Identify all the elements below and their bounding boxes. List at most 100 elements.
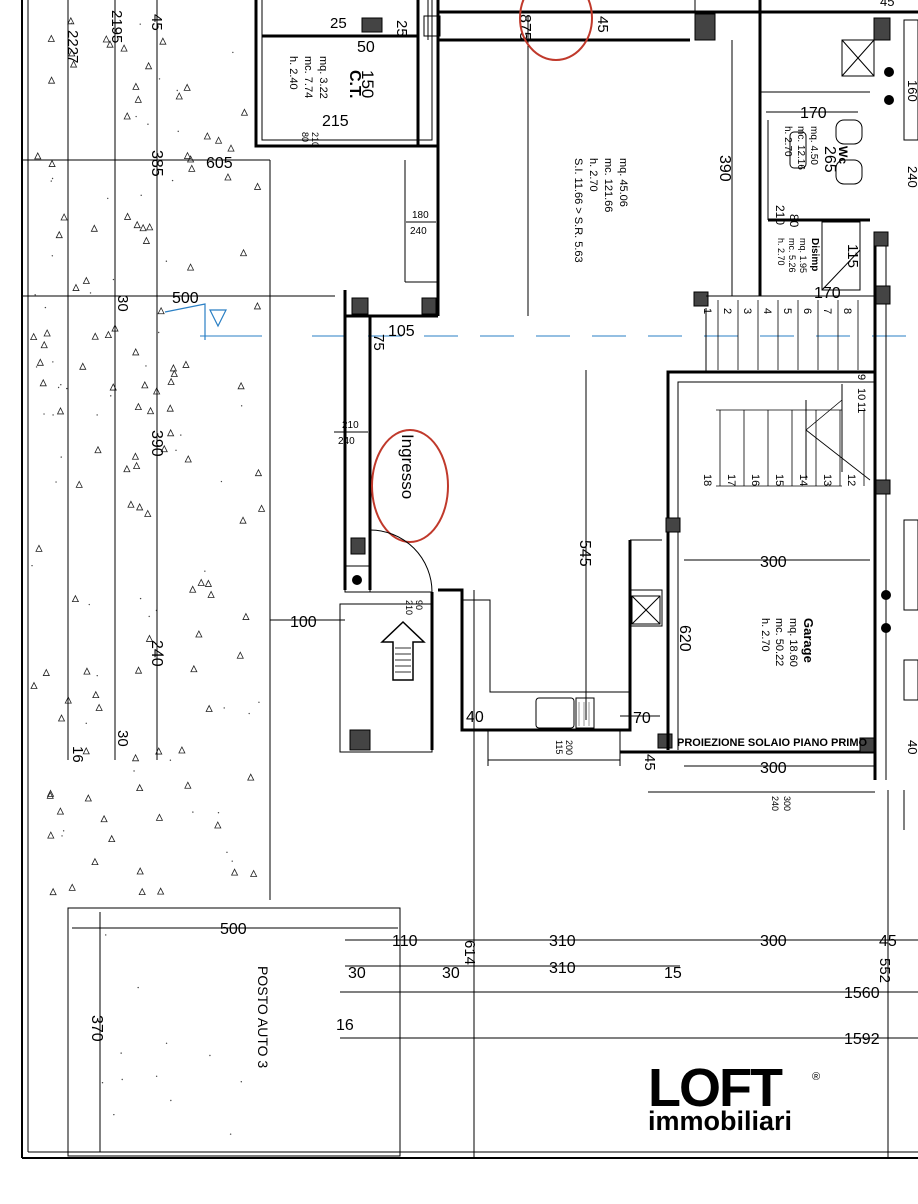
loft-logo: LOFT ® immobiliari — [648, 1058, 820, 1136]
stone-dot — [204, 570, 206, 572]
stone-mark — [167, 377, 175, 385]
stone-mark — [257, 504, 266, 512]
dim-45-left: 45 — [148, 14, 165, 31]
stone-mark — [247, 773, 255, 781]
stone-mark — [49, 887, 57, 896]
dim-545: 545 — [576, 540, 593, 567]
stone-mark — [236, 651, 244, 659]
stone-mark — [144, 509, 152, 517]
stone-mark — [155, 813, 164, 821]
dim-30-left-b: 30 — [114, 730, 131, 747]
stone-mark — [183, 151, 192, 160]
stone-mark — [68, 883, 76, 891]
stair-number: 5 — [781, 308, 793, 314]
stone-dot — [61, 835, 63, 837]
stone-mark — [142, 236, 151, 244]
stone-dot — [209, 1054, 211, 1057]
garden-texture — [30, 16, 266, 1135]
stair-number: 6 — [801, 308, 813, 314]
dim-210-window: 210 — [342, 420, 359, 431]
stone-dot — [226, 851, 228, 854]
stone-mark — [184, 455, 192, 463]
stone-mark — [205, 704, 213, 712]
stone-dot — [165, 260, 168, 262]
stone-mark — [146, 406, 155, 415]
dim-210-wc: 210 — [773, 205, 787, 225]
dim-75: 75 — [370, 334, 387, 351]
stone-mark — [46, 791, 54, 799]
stone-mark — [123, 212, 132, 220]
label-posto-auto: POSTO AUTO 3 — [255, 966, 271, 1068]
stone-mark — [239, 516, 247, 524]
dim-1592: 1592 — [844, 1031, 880, 1048]
stone-mark — [253, 182, 262, 190]
dim-265: 265 — [821, 146, 838, 173]
stone-dot — [52, 361, 54, 363]
partial-160: 160 — [905, 80, 918, 102]
dim-390-left: 390 — [148, 430, 165, 457]
stone-dot — [50, 180, 52, 182]
stone-dot — [35, 366, 38, 368]
stone-dot — [66, 387, 68, 390]
stone-dot — [96, 414, 98, 416]
stone-mark — [72, 283, 80, 291]
dim-620: 620 — [676, 625, 693, 652]
stone-dot — [139, 597, 142, 600]
stone-mark — [131, 452, 140, 460]
stone-dot — [139, 23, 141, 25]
dim-240-left: 240 — [148, 640, 165, 667]
stone-mark — [190, 664, 198, 673]
stone-dot — [88, 603, 90, 606]
stone-mark — [104, 330, 113, 338]
stone-mark — [43, 329, 51, 337]
dim-80-ct: 80 — [300, 132, 310, 142]
stone-dot — [89, 292, 92, 294]
room-garage-mq: mq. 18.60 — [787, 618, 799, 667]
stair-number: 15 — [773, 474, 785, 486]
dim-105: 105 — [388, 323, 415, 340]
dim-115-disimp: 115 — [844, 244, 861, 268]
stone-mark — [159, 37, 167, 45]
dim-370: 370 — [88, 1015, 105, 1042]
stone-mark — [84, 794, 92, 802]
stone-mark — [48, 159, 56, 167]
label-ingresso: Ingresso — [398, 434, 417, 499]
stone-dot — [158, 78, 161, 80]
stair-number: 12 — [845, 474, 857, 486]
stone-mark — [90, 224, 98, 232]
stone-dot — [140, 194, 142, 197]
partial-240: 240 — [905, 166, 918, 188]
stone-mark — [132, 348, 140, 356]
stone-mark — [253, 302, 262, 310]
dim-25-b: 25 — [393, 20, 410, 37]
dim-300-garage-b: 300 — [760, 760, 787, 777]
dim-2195: 2195 — [108, 10, 125, 43]
stone-mark — [156, 887, 165, 895]
kitchen — [438, 539, 663, 766]
dim-200: 200 — [564, 740, 574, 755]
stone-dot — [171, 179, 174, 182]
dim-552: 552 — [876, 958, 893, 983]
stone-dot — [70, 22, 73, 25]
stone-mark — [134, 402, 143, 410]
stone-mark — [132, 82, 140, 90]
stone-dot — [60, 456, 62, 458]
room-wc-mc: mc. 12.16 — [795, 126, 806, 170]
top-dimension-highlight — [519, 0, 593, 61]
logo-loft: LOFT — [648, 1058, 783, 1118]
dim-300-garage: 300 — [760, 554, 787, 571]
stone-mark — [47, 76, 56, 84]
dim-300-door: 300 — [782, 796, 792, 811]
stone-dot — [51, 255, 54, 257]
stone-mark — [134, 95, 142, 103]
stone-mark — [141, 381, 149, 389]
partial-45: 45 — [880, 0, 894, 9]
room-garage-name: Garage — [801, 618, 816, 663]
stair-number: 17 — [725, 474, 737, 486]
stone-dot — [120, 1052, 122, 1054]
stone-dot — [240, 1081, 243, 1083]
dim-170-disimp: 170 — [814, 285, 841, 302]
stone-mark — [69, 60, 78, 68]
stone-mark — [92, 690, 100, 699]
stone-mark — [94, 445, 102, 454]
